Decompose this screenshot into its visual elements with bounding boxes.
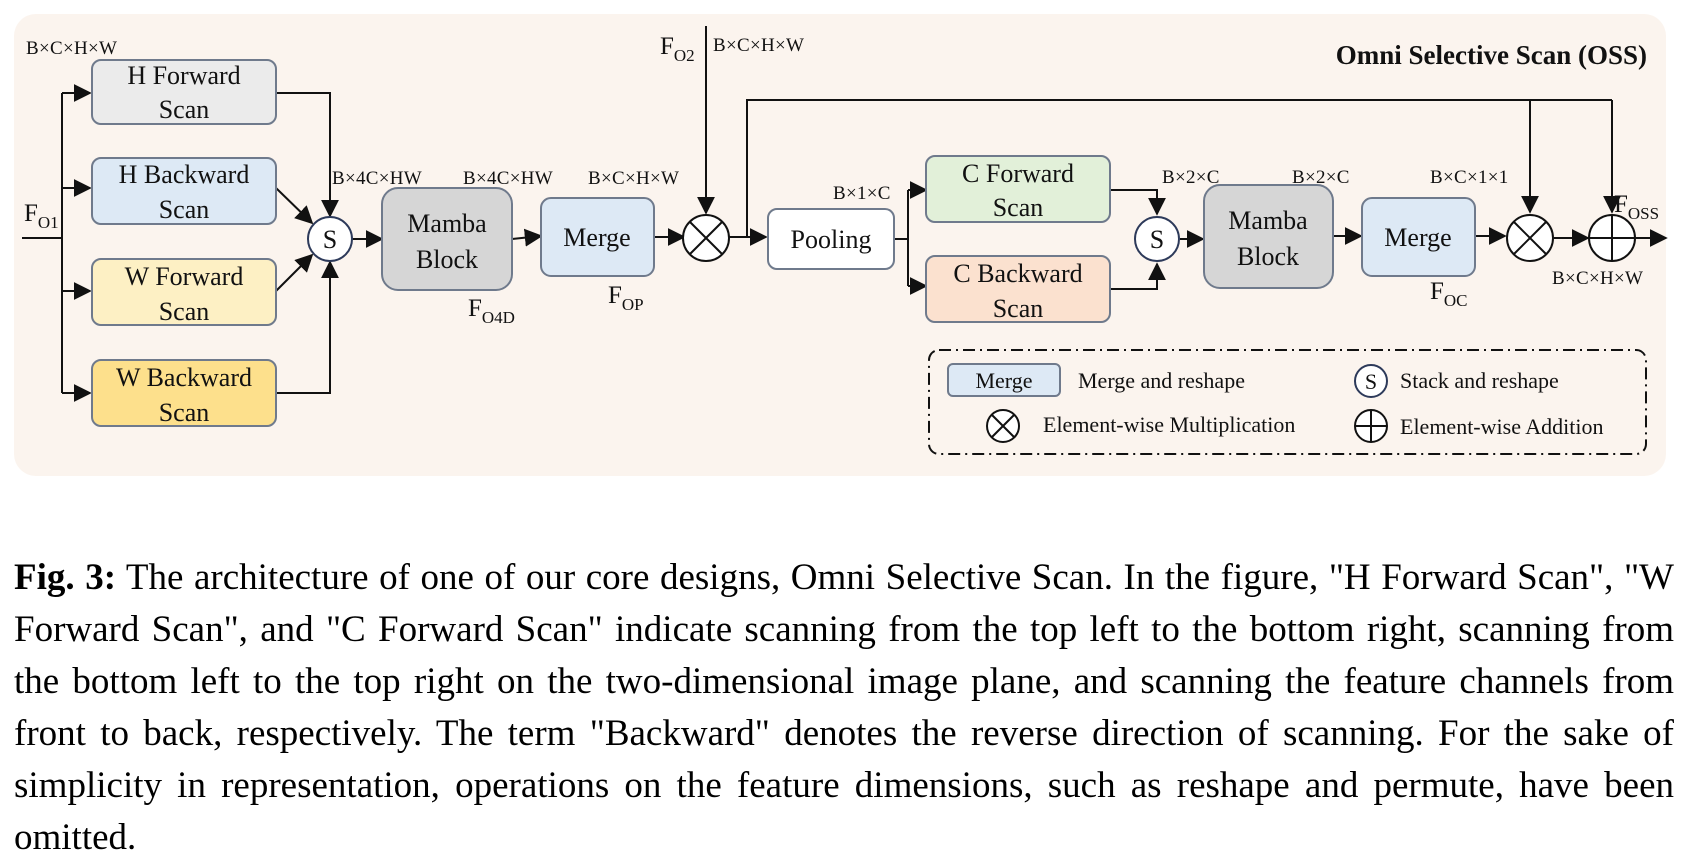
svg-text:Scan: Scan — [159, 195, 210, 224]
svg-text:W Forward: W Forward — [125, 262, 244, 291]
label-f-o1: FO1 — [24, 200, 59, 232]
label-f-oc: FOC — [1430, 278, 1468, 310]
caption-fig-label: Fig. 3: — [14, 557, 117, 598]
svg-text:W Backward: W Backward — [116, 363, 252, 392]
w-forward-scan-box: W Forward Scan — [91, 258, 277, 326]
svg-text:Scan: Scan — [993, 193, 1044, 222]
legend-add-desc: Element-wise Addition — [1400, 414, 1603, 439]
legend-merge-swatch: Merge — [947, 363, 1061, 397]
svg-text:Pooling: Pooling — [791, 225, 872, 254]
legend-stack-symbol: S — [1354, 364, 1388, 398]
label-f-op: FOP — [608, 282, 644, 314]
svg-text:Merge: Merge — [975, 368, 1032, 393]
svg-text:Merge: Merge — [563, 223, 630, 252]
legend-mult-desc: Element-wise Multiplication — [1043, 412, 1295, 437]
stack-node-2: S — [1134, 216, 1180, 262]
legend-multiply-icon — [986, 409, 1020, 443]
merge-box-2: Merge — [1361, 197, 1476, 277]
svg-text:Scan: Scan — [159, 297, 210, 326]
mamba-block-1: Mamba Block — [381, 187, 513, 291]
legend-merge-desc: Merge and reshape — [1078, 368, 1245, 393]
svg-text:Scan: Scan — [993, 294, 1044, 323]
svg-text:Mamba: Mamba — [407, 209, 487, 238]
dim-output: B×C×H×W — [1552, 268, 1643, 289]
dim-merge1-out: B×C×H×W — [588, 168, 679, 189]
dim-mamba1-out: B×4C×HW — [463, 168, 553, 189]
dim-pool-out: B×1×C — [833, 183, 891, 204]
legend: Merge Merge and reshape S Stack and resh… — [928, 349, 1647, 455]
legend-add-icon — [1354, 409, 1388, 443]
svg-text:Scan: Scan — [159, 95, 210, 124]
label-f-oss: FOSS — [1614, 191, 1659, 223]
caption-text: The architecture of one of our core desi… — [14, 557, 1674, 858]
mamba-block-2: Mamba Block — [1203, 184, 1334, 289]
svg-text:C Backward: C Backward — [953, 259, 1082, 288]
h-backward-scan-box: H Backward Scan — [91, 157, 277, 225]
dim-input: B×C×H×W — [26, 38, 117, 59]
h-forward-scan-box: H Forward Scan — [91, 59, 277, 125]
merge-box-1: Merge — [540, 197, 655, 277]
dim-c-fwd-out: B×2×C — [1162, 167, 1220, 188]
figure-caption: Fig. 3: The architecture of one of our c… — [14, 552, 1674, 864]
add-node — [1588, 214, 1636, 262]
svg-text:Merge: Merge — [1384, 223, 1451, 252]
dim-merge2-out: B×C×1×1 — [1430, 167, 1509, 188]
svg-text:S: S — [1150, 225, 1164, 254]
dim-f-o2: B×C×H×W — [713, 35, 804, 56]
pooling-box: Pooling — [767, 208, 895, 270]
c-backward-scan-box: C Backward Scan — [925, 255, 1111, 323]
multiply-node-2 — [1506, 214, 1554, 262]
svg-text:Scan: Scan — [159, 398, 210, 427]
label-f-o4d: FO4D — [468, 295, 515, 327]
dim-stack1-out: B×4C×HW — [332, 168, 422, 189]
diagram-title: Omni Selective Scan (OSS) — [1336, 40, 1647, 70]
c-forward-scan-box: C Forward Scan — [925, 155, 1111, 223]
stack-node-1: S — [307, 216, 353, 262]
svg-text:Block: Block — [416, 245, 478, 274]
svg-text:H Backward: H Backward — [119, 160, 250, 189]
legend-stack-desc: Stack and reshape — [1400, 368, 1559, 393]
svg-text:H Forward: H Forward — [127, 61, 240, 90]
label-f-o2: FO2 — [660, 33, 695, 65]
svg-text:Mamba: Mamba — [1228, 206, 1308, 235]
svg-text:Block: Block — [1237, 242, 1299, 271]
svg-text:C Forward: C Forward — [962, 159, 1074, 188]
connectors — [22, 26, 1668, 402]
dim-mamba2-out: B×2×C — [1292, 167, 1350, 188]
oss-diagram: Omni Selective Scan (OSS) — [14, 14, 1668, 476]
w-backward-scan-box: W Backward Scan — [91, 359, 277, 427]
multiply-node-1 — [682, 214, 730, 262]
svg-text:S: S — [323, 225, 337, 254]
svg-text:S: S — [1365, 369, 1377, 394]
